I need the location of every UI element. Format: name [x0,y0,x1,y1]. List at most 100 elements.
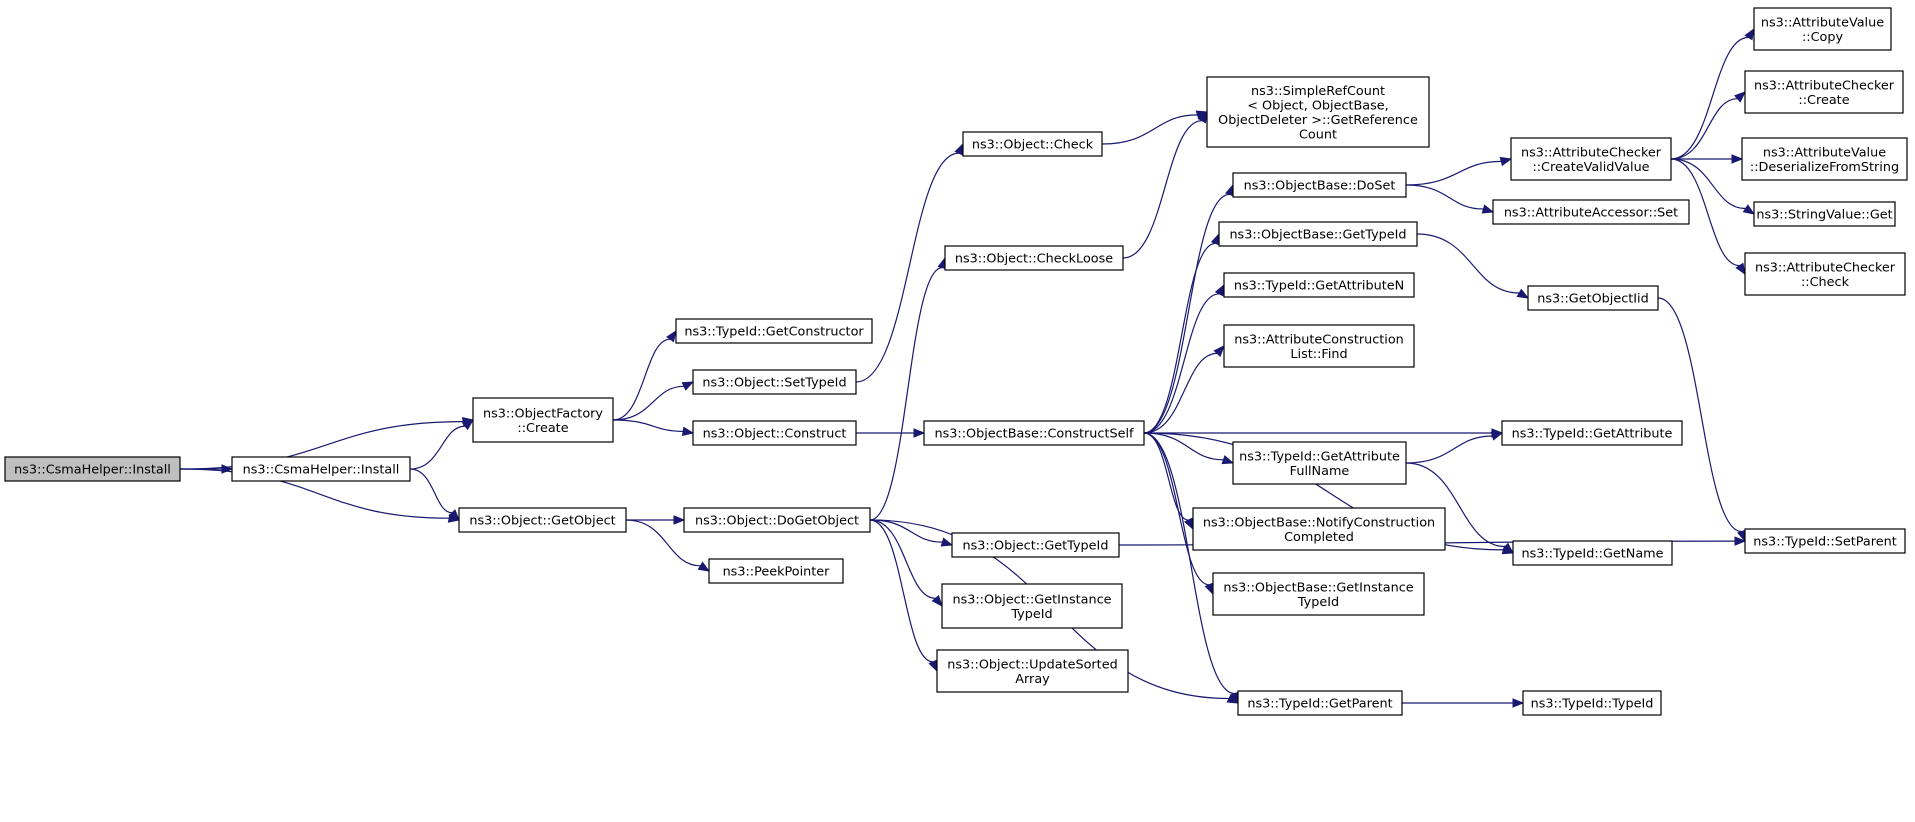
edge-line [869,519,936,599]
node-label-line: ::Create [517,421,568,436]
node-label-line: < Object, ObjectBase, [1247,98,1389,113]
node-getObject[interactable]: ns3::Object::GetObject [458,507,627,533]
node-setParent[interactable]: ns3::TypeId::SetParent [1744,528,1906,554]
edge-createValid-to-svGet [1670,158,1756,215]
edge-constructSelf-to-acFind [1143,345,1225,434]
node-box [1501,420,1683,446]
node-createValid[interactable]: ns3::AttributeChecker::CreateValidValue [1510,137,1672,181]
node-ofCreate[interactable]: ns3::ObjectFactory::Create [472,397,614,443]
node-label-line: ns3::TypeId::GetAttribute [1239,449,1400,464]
node-getParent[interactable]: ns3::TypeId::GetParent [1237,690,1403,716]
node-getCtor[interactable]: ns3::TypeId::GetConstructor [675,318,873,344]
edge-getAttrFull-to-getName [1405,462,1515,554]
edge-ofCreate-to-construct [612,419,695,436]
node-label-line: ns3::AttributeAccessor::Set [1504,206,1678,221]
edge-getObject-to-doGetObject [626,515,686,525]
node-label-line: ns3::Object::DoGetObject [695,514,859,529]
node-box [944,245,1124,271]
edge-constructSelf-to-doSet [1143,183,1234,434]
node-label-line: ns3::Object::GetInstance [952,592,1111,607]
edge-line [1143,432,1235,695]
node-doGetObject[interactable]: ns3::Object::DoGetObject [683,507,871,533]
node-box [923,420,1145,446]
node-label-line: ns3::Object::Check [972,138,1094,153]
node-refcount[interactable]: ns3::SimpleRefCount< Object, ObjectBase,… [1206,76,1430,148]
edge-line [1122,120,1203,259]
edge-ofCreate-to-getCtor [612,329,677,421]
node-getName[interactable]: ns3::TypeId::GetName [1512,540,1673,566]
node-typeIdCtor[interactable]: ns3::TypeId::TypeId [1522,690,1662,716]
edge-line [1670,158,1746,210]
node-svGet[interactable]: ns3::StringValue::Get [1753,201,1896,227]
node-box [1741,137,1908,181]
edge-doGetObject-to-objGetInstTid [869,519,943,608]
node-check[interactable]: ns3::Object::Check [962,131,1103,157]
node-getAttrN[interactable]: ns3::TypeId::GetAttributeN [1223,272,1415,298]
node-construct[interactable]: ns3::Object::Construct [692,420,857,446]
node-box [4,456,181,482]
edge-arrowhead [1731,154,1744,164]
edge-constructSelf-to-getAttrN [1143,283,1225,434]
node-box [1512,540,1673,566]
node-getObjectIid[interactable]: ns3::GetObjectIid [1527,285,1659,311]
node-box [962,131,1103,157]
node-accSet[interactable]: ns3::AttributeAccessor::Set [1492,199,1690,225]
edge-arrowhead [461,419,475,431]
node-objGetTypeId[interactable]: ns3::Object::GetTypeId [951,532,1120,558]
edge-constructSelf-to-getAttrFull [1143,432,1235,465]
node-label-line: ns3::ObjectFactory [483,406,603,421]
edge-install2-to-ofCreate [409,419,475,470]
node-box [472,397,614,443]
edge-line [1143,293,1220,434]
edge-constructSelf-to-getParent [1143,432,1240,705]
node-label-line: TypeId [1010,607,1052,622]
edge-line [1670,98,1738,160]
node-acCheck[interactable]: ns3::AttributeChecker::Check [1744,252,1906,296]
node-box [1223,324,1415,368]
edge-line [1405,160,1502,186]
edge-line [869,519,934,663]
node-peekPointer[interactable]: ns3::PeekPointer [708,558,844,584]
edge-construct-to-constructSelf [855,428,926,438]
edge-doSet-to-accSet [1405,184,1495,214]
edge-arrowhead [448,509,460,521]
edge-arrowhead [1501,542,1515,554]
edge-createValid-to-acCheck [1670,158,1746,276]
edge-line [612,385,685,421]
node-notifyCC[interactable]: ns3::ObjectBase::NotifyConstructionCompl… [1192,507,1446,551]
node-install2[interactable]: ns3::CsmaHelper::Install [231,456,411,482]
node-checkLoose[interactable]: ns3::Object::CheckLoose [944,245,1124,271]
edge-line [625,519,701,567]
edge-line [1143,242,1216,434]
node-acCreate[interactable]: ns3::AttributeChecker::Create [1744,70,1904,114]
node-obGetTypeId[interactable]: ns3::ObjectBase::GetTypeId [1218,221,1418,247]
node-box [1492,199,1690,225]
edge-arrowhead [1516,288,1530,299]
node-setTypeId[interactable]: ns3::Object::SetTypeId [692,369,857,395]
edge-check-to-refcount [1101,110,1209,145]
edge-arrowhead [940,537,954,547]
node-label-line: ::Copy [1802,30,1844,45]
edge-arrowhead [1213,345,1225,357]
node-box [1510,137,1672,181]
edge-line [1143,193,1230,434]
node-getAttribute[interactable]: ns3::TypeId::GetAttribute [1501,420,1683,446]
edge-arrowhead [1197,110,1208,124]
edge-arrowhead [666,329,677,343]
node-label-line: ns3::Object::GetTypeId [963,539,1109,554]
node-doSet[interactable]: ns3::ObjectBase::DoSet [1232,172,1407,198]
node-avCopy[interactable]: ns3::AttributeValue::Copy [1753,7,1892,51]
node-label-line: ::Check [1801,275,1850,290]
node-constructSelf[interactable]: ns3::ObjectBase::ConstructSelf [923,420,1145,446]
edge-arrowhead [931,594,943,608]
node-label-line: ns3::TypeId::GetName [1521,547,1663,562]
edge-createValid-to-avCopy [1670,27,1755,160]
node-avDeser[interactable]: ns3::AttributeValue::DeserializeFromStri… [1741,137,1908,181]
